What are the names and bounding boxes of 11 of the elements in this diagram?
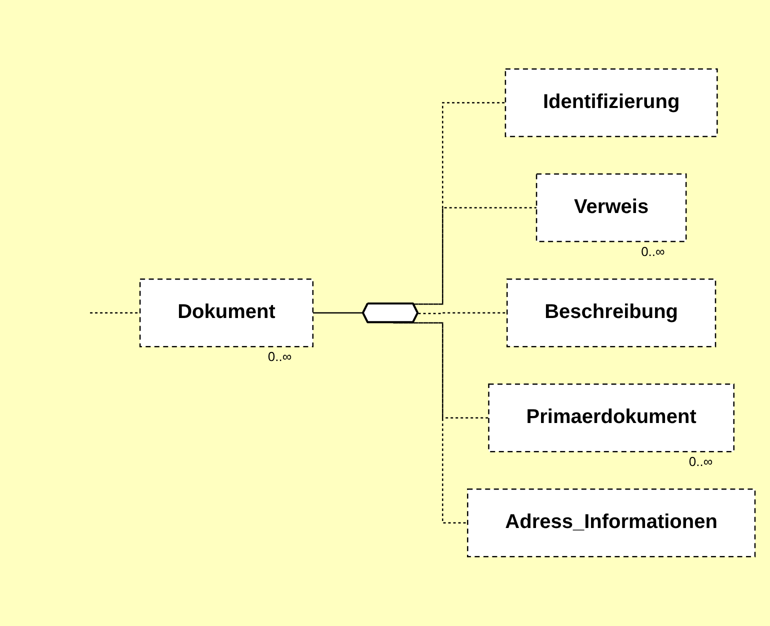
node-box: [488, 384, 734, 452]
node-box: [504, 68, 718, 138]
connector: [418, 312, 508, 314]
cardinality-label: 0..∞: [641, 244, 665, 259]
cardinality-label: 0..∞: [688, 454, 713, 469]
node-box: [506, 278, 716, 348]
node-box: [467, 488, 756, 558]
node-box: [139, 278, 314, 348]
cardinality-label: 0..∞: [268, 348, 292, 364]
node-box: [536, 174, 687, 242]
connector: [312, 312, 364, 314]
